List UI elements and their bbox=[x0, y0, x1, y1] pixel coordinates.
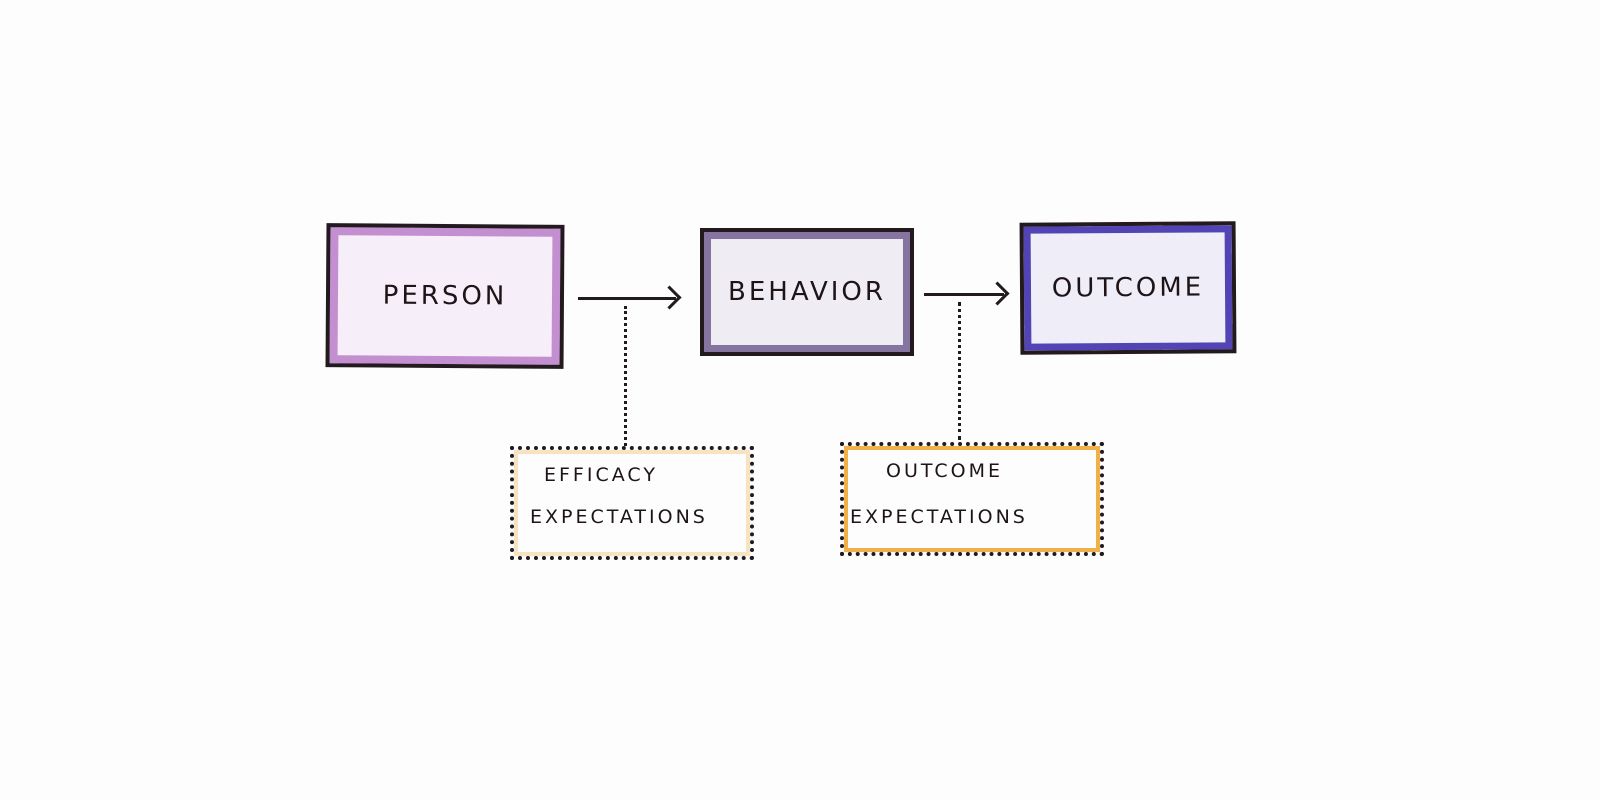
outcome-box: OUTCOME bbox=[1019, 221, 1237, 355]
efficacy-connector-line bbox=[624, 306, 627, 446]
arrow-person-to-behavior-icon bbox=[578, 297, 676, 300]
outcome-label: OUTCOME bbox=[1051, 272, 1205, 304]
outcome-expectations-connector-line bbox=[958, 302, 961, 440]
efficacy-expectations-box: EFFICACY EXPECTATIONS bbox=[510, 446, 754, 560]
behavior-box: BEHAVIOR bbox=[700, 228, 914, 356]
arrow-behavior-to-outcome-icon bbox=[924, 293, 1004, 296]
outcome-expectations-line2: EXPECTATIONS bbox=[850, 506, 1028, 528]
efficacy-line2: EXPECTATIONS bbox=[530, 506, 708, 528]
efficacy-line1: EFFICACY bbox=[544, 464, 658, 486]
behavior-label: BEHAVIOR bbox=[728, 277, 886, 307]
outcome-expectations-line1: OUTCOME bbox=[886, 460, 1003, 482]
outcome-expectations-box: OUTCOME EXPECTATIONS bbox=[840, 442, 1104, 556]
person-box: PERSON bbox=[325, 223, 565, 369]
person-label: PERSON bbox=[382, 280, 508, 312]
